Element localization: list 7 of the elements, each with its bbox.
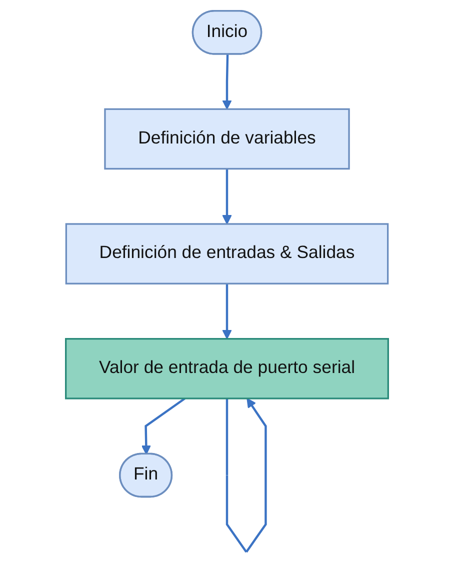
- arrow: [222, 54, 232, 110]
- node-box: Definición de entradas & Salidas: [64, 223, 388, 284]
- arrow: [222, 168, 232, 224]
- arrow: [140, 398, 185, 455]
- node-box: Valor de entrada de puerto serial: [64, 338, 388, 400]
- arrow: [222, 284, 232, 340]
- node-box: Definición de variables: [104, 108, 350, 170]
